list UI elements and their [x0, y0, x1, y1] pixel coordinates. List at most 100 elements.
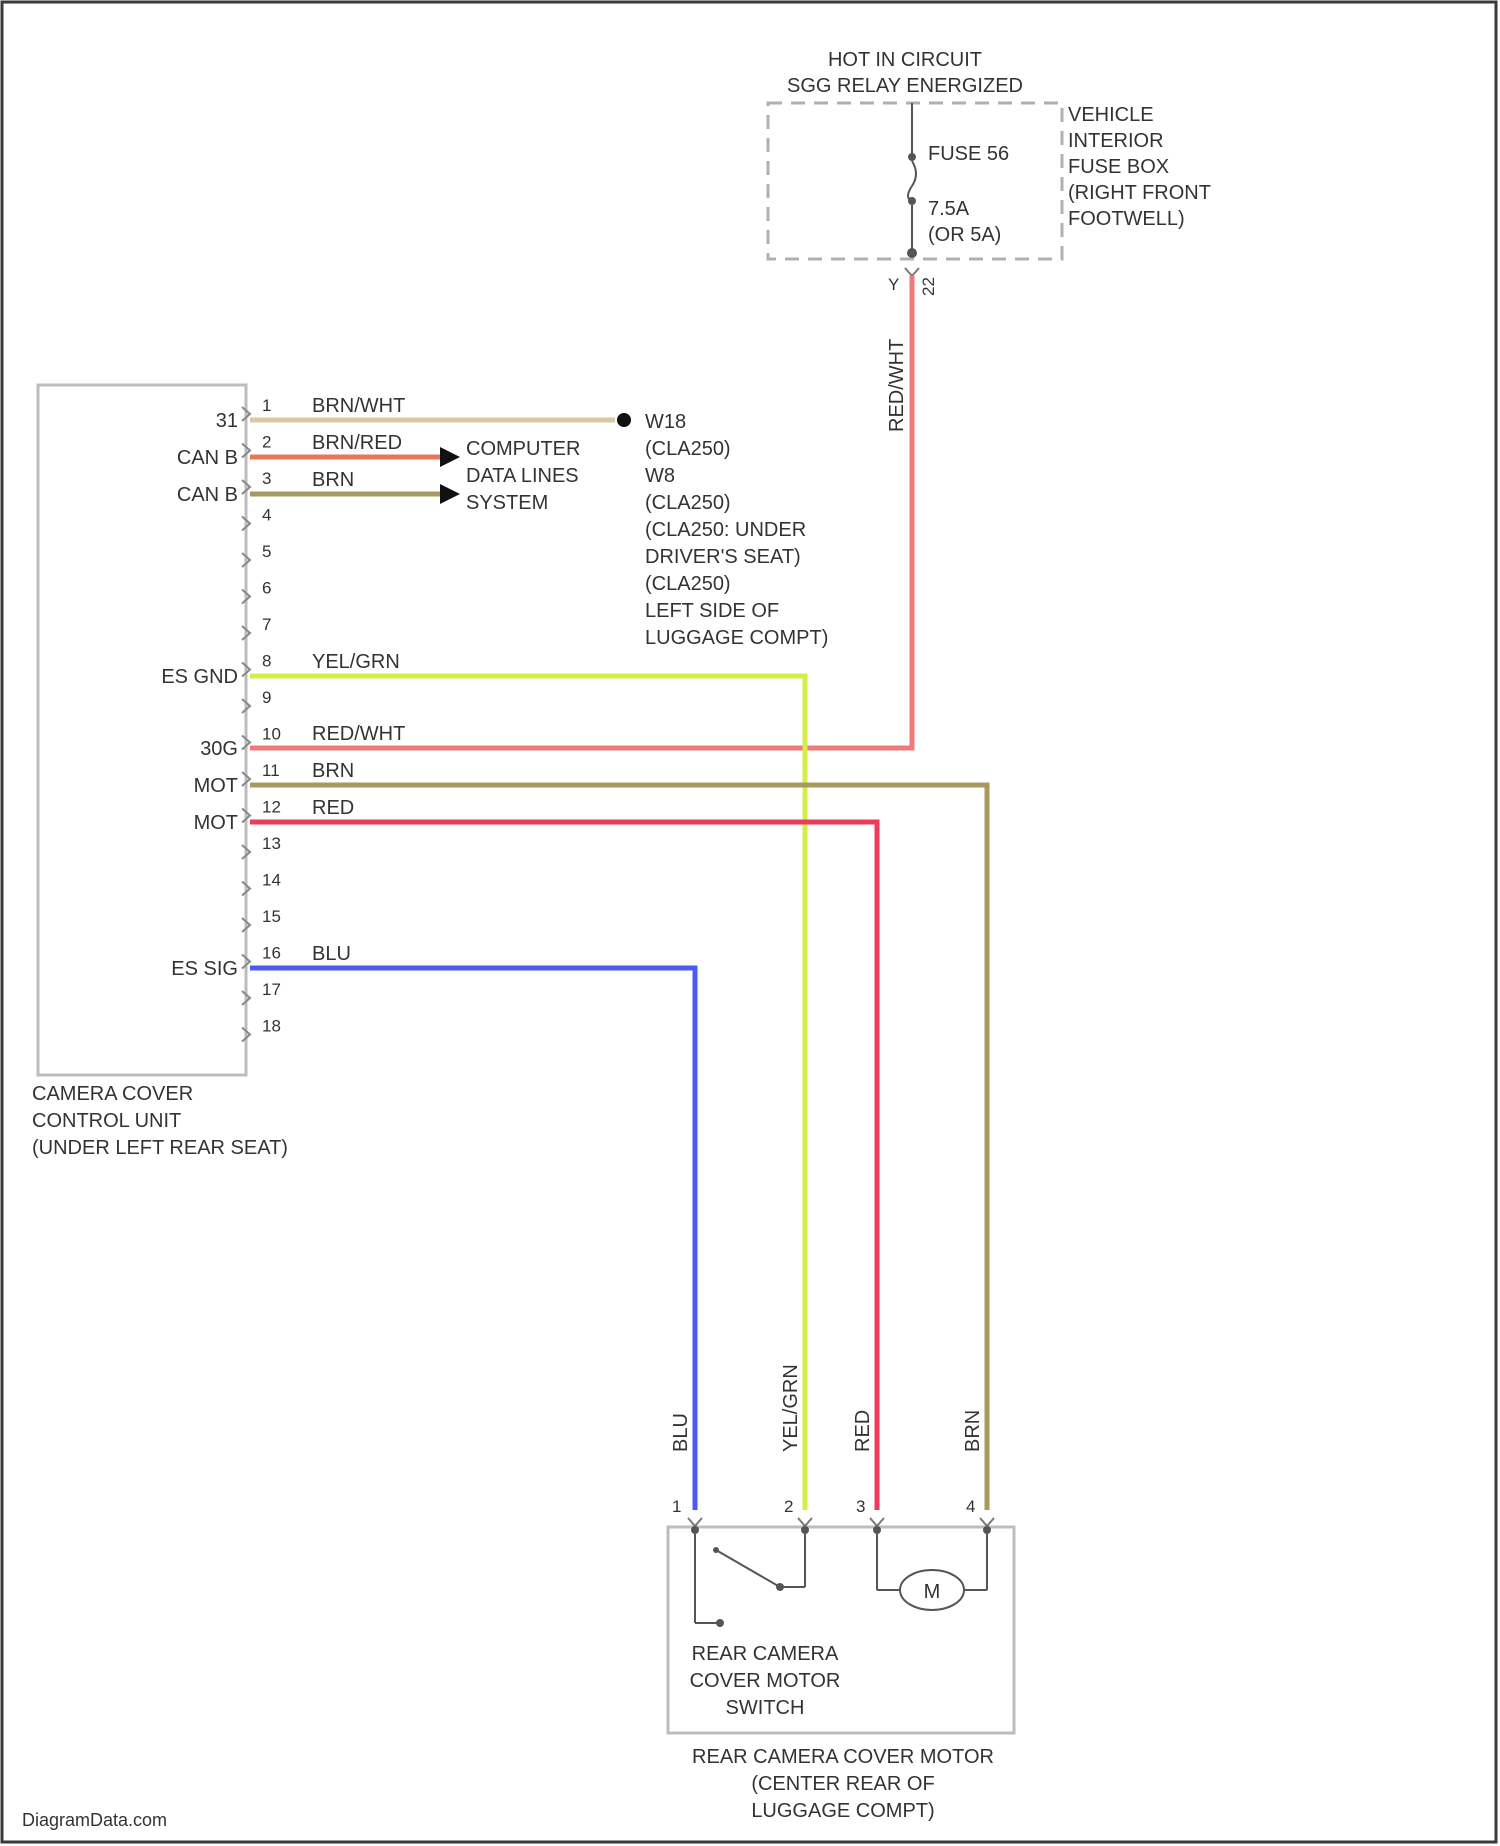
wires [250, 276, 987, 1510]
control-unit-pin-number: 12 [262, 798, 281, 817]
motor-wire-label-yel-grn: YEL/GRN [780, 1364, 802, 1452]
control-unit-pin-number: 15 [262, 907, 281, 926]
data-lines-label: COMPUTER DATA LINES SYSTEM [466, 438, 580, 514]
control-unit-pin-number: 17 [262, 980, 281, 999]
control-unit-pin-number: 10 [262, 725, 281, 744]
control-unit-pin-number: 7 [262, 615, 271, 634]
switch-contact [716, 1550, 780, 1587]
motor-caption-2: (CENTER REAR OF [751, 1773, 934, 1795]
can-arrow-2-icon [440, 484, 460, 504]
fuse-rating-alt-label: (OR 5A) [928, 224, 1001, 246]
switch-arm-dot [713, 1547, 719, 1553]
motor-housing [668, 1527, 1014, 1733]
motor-caption-1: REAR CAMERA COVER MOTOR [692, 1746, 994, 1768]
motor-assembly: BLU YEL/GRN RED BRN 1 2 3 4 [668, 1364, 1014, 1822]
control-unit-caption-2: CONTROL UNIT [32, 1110, 181, 1132]
control-unit-pin-number: 18 [262, 1017, 281, 1036]
motor-caption-3: LUGGAGE COMPT) [751, 1800, 934, 1822]
control-unit-pin-number: 9 [262, 688, 271, 707]
pin-11-function: MOT [194, 775, 238, 797]
pin-8-function: ES GND [161, 666, 238, 688]
control-unit-caption-1: CAMERA COVER [32, 1083, 193, 1105]
fuse-pin-label-a: Y [888, 275, 899, 294]
fuse-box-location-5: FOOTWELL) [1068, 208, 1185, 230]
motor-pin-1: 1 [672, 1497, 681, 1516]
control-unit-pin-number: 2 [262, 433, 271, 452]
hot-in-circuit-label: HOT IN CIRCUIT [828, 49, 982, 71]
control-unit-caption-3: (UNDER LEFT REAR SEAT) [32, 1137, 288, 1159]
control-unit-pin-number: 6 [262, 579, 271, 598]
can-arrow-1-icon [440, 447, 460, 467]
fuse-box: HOT IN CIRCUIT SGG RELAY ENERGIZED FUSE … [768, 49, 1211, 296]
wire-labels: BRN/WHT BRN/RED BRN YEL/GRN RED/WHT BRN … [312, 339, 908, 965]
riser-wire-label: RED/WHT [886, 339, 908, 432]
data-lines-2: DATA LINES [466, 465, 579, 487]
switch-contact-dot [776, 1583, 784, 1591]
fuse-box-location-1: VEHICLE [1068, 104, 1154, 126]
ground-splice-dot [617, 413, 631, 427]
fuse-connector-dot [907, 248, 917, 258]
ground-note-2: (CLA250) [645, 438, 731, 460]
data-lines-1: COMPUTER [466, 438, 580, 460]
fuse-rating-label: 7.5A [928, 198, 970, 220]
motor-wire-label-blu: BLU [670, 1413, 692, 1452]
ground-note-4: (CLA250) [645, 492, 731, 514]
relay-energized-label: SGG RELAY ENERGIZED [787, 75, 1023, 97]
motor-wire-label-red: RED [852, 1410, 874, 1452]
control-unit-pin-number: 11 [262, 761, 280, 780]
ground-note-6: DRIVER'S SEAT) [645, 546, 801, 568]
ground-note-3: W8 [645, 465, 675, 487]
ground-note-5: (CLA250: UNDER [645, 519, 806, 541]
ground-note-7: (CLA250) [645, 573, 731, 595]
fuse-icon [908, 161, 916, 201]
cover-switch [695, 1534, 805, 1623]
motor-pin-4: 4 [966, 1497, 975, 1516]
fuse-box-location-2: INTERIOR [1068, 130, 1164, 152]
fuse-connector-chevron [905, 268, 919, 276]
watermark: DiagramData.com [22, 1810, 167, 1830]
pin-3-function: CAN B [177, 484, 238, 506]
control-unit-pin-number: 8 [262, 652, 271, 671]
wire-label-pin12: RED [312, 797, 354, 819]
ground-note: W18 (CLA250) W8 (CLA250) (CLA250: UNDER … [645, 411, 828, 649]
control-unit-pin-number: 5 [262, 542, 271, 561]
ground-note-9: LUGGAGE COMPT) [645, 627, 828, 649]
switch-label-2: COVER MOTOR [690, 1670, 841, 1692]
wire-label-pin11: BRN [312, 760, 354, 782]
wire-blu [250, 968, 695, 1510]
wire-label-pin1: BRN/WHT [312, 395, 405, 417]
fuse-box-location-4: (RIGHT FRONT [1068, 182, 1211, 204]
wire-label-pin3: BRN [312, 469, 354, 491]
switch-label-3: SWITCH [726, 1697, 805, 1719]
fuse-box-location-3: FUSE BOX [1068, 156, 1169, 178]
control-unit-pin-number: 4 [262, 506, 271, 525]
pin-1-function: 31 [216, 410, 238, 432]
wire-label-pin2: BRN/RED [312, 432, 402, 454]
pin-12-function: MOT [194, 812, 238, 834]
fuse-name-label: FUSE 56 [928, 143, 1009, 165]
control-unit-pin-number: 16 [262, 944, 281, 963]
fuse-terminal-bottom [908, 197, 916, 205]
control-unit-pin-number: 13 [262, 834, 281, 853]
ground-note-8: LEFT SIDE OF [645, 600, 779, 622]
fuse-terminal-top [908, 153, 916, 161]
control-unit: 123456789101112131415161718 31 CAN B CAN… [32, 385, 288, 1159]
control-unit-pin-number: 3 [262, 469, 271, 488]
motor-connector-chevrons [688, 1518, 994, 1526]
control-unit-pin-number: 14 [262, 871, 281, 890]
pin-16-function: ES SIG [171, 958, 238, 980]
motor-wire-label-brn: BRN [962, 1410, 984, 1452]
pin-2-function: CAN B [177, 447, 238, 469]
switch-label-1: REAR CAMERA [692, 1643, 839, 1665]
control-unit-pin-number: 1 [262, 396, 271, 415]
wire-label-pin8: YEL/GRN [312, 651, 400, 673]
switch-pivot-dot [716, 1619, 724, 1627]
data-lines-3: SYSTEM [466, 492, 548, 514]
motor-pin-3: 3 [856, 1497, 865, 1516]
motor-pin-2: 2 [784, 1497, 793, 1516]
pin-10-function: 30G [200, 738, 238, 760]
fuse-pin-label-b: 22 [919, 277, 938, 296]
wire-label-pin10: RED/WHT [312, 723, 405, 745]
